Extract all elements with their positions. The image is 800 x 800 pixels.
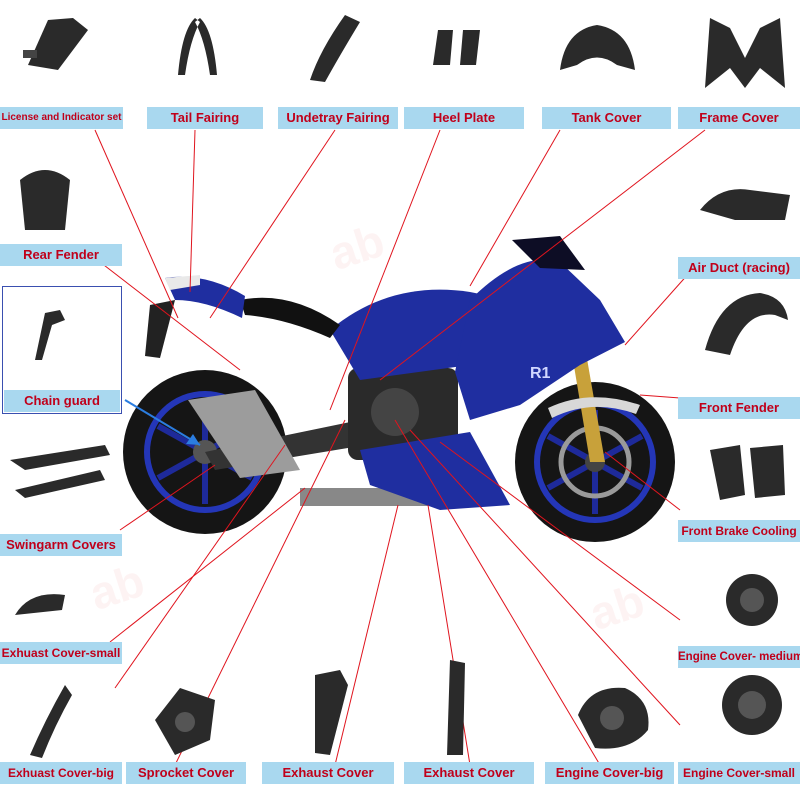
label-front-fender: Front Fender: [678, 397, 800, 419]
label-license-indicator-set: License and Indicator set: [0, 107, 123, 129]
label-sprocket-cover: Sprocket Cover: [126, 762, 246, 784]
exhaust-cover-small-part-image: [15, 594, 65, 615]
swingarm-covers-part-image: [10, 445, 110, 498]
exhaust-cover-1-part-image: [315, 670, 348, 755]
label-engine-cover-medium: Engine Cover- medium: [678, 646, 800, 668]
label-undertray-fairing: Undetray Fairing: [278, 107, 398, 129]
front-brake-cooling-part-image: [710, 445, 785, 500]
label-tank-cover: Tank Cover: [542, 107, 671, 129]
label-tail-fairing: Tail Fairing: [147, 107, 263, 129]
label-exhaust-cover-1: Exhaust Cover: [262, 762, 394, 784]
heel-plate-part-image: [433, 30, 480, 65]
label-swingarm-covers: Swingarm Covers: [0, 534, 122, 556]
license-bracket-part-image: [23, 18, 88, 70]
tail-fairing-part-image: [178, 18, 217, 75]
label-frame-cover: Frame Cover: [678, 107, 800, 129]
chain-guard-part-image: [35, 310, 65, 360]
undertray-part-image: [310, 15, 360, 82]
label-rear-fender: Rear Fender: [0, 244, 122, 266]
label-heel-plate: Heel Plate: [404, 107, 524, 129]
label-engine-cover-small: Engine Cover-small: [678, 762, 800, 784]
label-exhaust-cover-small: Exhuast Cover-small: [0, 642, 122, 664]
exhaust-cover-big-part-image: [30, 685, 72, 758]
tank-cover-part-image: [560, 25, 635, 70]
air-duct-part-image: [700, 189, 790, 220]
rear-fender-part-image: [20, 170, 70, 230]
engine-cover-big-part-image: [578, 687, 649, 749]
engine-cover-small-part-image: [722, 675, 782, 735]
label-exhaust-cover-2: Exhaust Cover: [404, 762, 534, 784]
sprocket-cover-part-image: [155, 688, 215, 755]
engine-cover-medium-part-image: [726, 574, 778, 626]
label-exhaust-cover-big: Exhuast Cover-big: [0, 762, 122, 784]
label-engine-cover-big: Engine Cover-big: [545, 762, 674, 784]
r1-logo: R1: [530, 365, 551, 382]
exhaust-cover-2-part-image: [447, 660, 465, 755]
label-front-brake-cooling: Front Brake Cooling: [678, 520, 800, 542]
label-air-duct: Air Duct (racing): [678, 257, 800, 279]
chain-guard-inset: [2, 286, 122, 414]
frame-cover-part-image: [705, 18, 785, 88]
label-chain-guard: Chain guard: [4, 390, 120, 412]
front-fender-part-image: [705, 293, 788, 355]
